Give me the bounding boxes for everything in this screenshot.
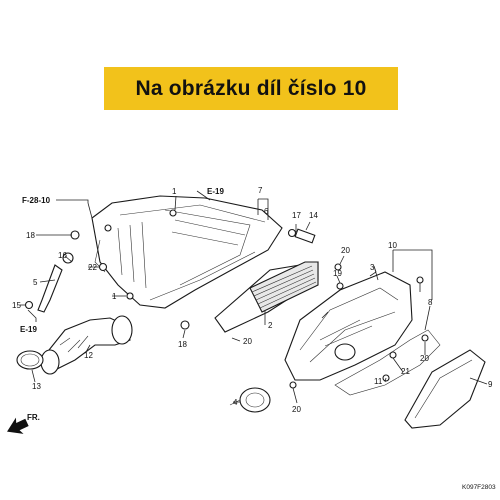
- label-13: 13: [32, 382, 41, 391]
- label-22: 22: [88, 263, 97, 272]
- label-14: 14: [309, 211, 318, 220]
- air-cleaner-cover: [284, 271, 413, 381]
- leader-lines: [20, 190, 488, 404]
- label-4: 4: [233, 398, 238, 407]
- drain-tube: [37, 264, 63, 313]
- ref-e-19-left: E-19: [20, 325, 37, 334]
- label-19: 19: [333, 269, 342, 278]
- label-2: 2: [268, 321, 273, 330]
- label-1-left: 1: [112, 292, 117, 301]
- label-8: 8: [428, 298, 433, 307]
- label-17: 17: [292, 211, 301, 220]
- label-15: 15: [12, 301, 21, 310]
- label-16: 16: [58, 251, 67, 260]
- diagram-code: K097F2803: [462, 484, 496, 491]
- label-20-d: 20: [292, 405, 301, 414]
- tube-clamp-inner: [20, 353, 40, 367]
- banner-text: Na obrázku díl číslo 10: [135, 76, 367, 100]
- breather-bolt: [287, 228, 316, 244]
- cover-guard: [404, 349, 486, 429]
- screws: [24, 230, 429, 389]
- label-5: 5: [33, 278, 38, 287]
- label-1-top: 1: [172, 187, 177, 196]
- label-20-a: 20: [341, 246, 350, 255]
- label-18-left: 18: [26, 231, 35, 240]
- label-10: 10: [388, 241, 397, 250]
- label-3: 3: [370, 263, 375, 272]
- ref-e-19-top: E-19: [207, 187, 224, 196]
- label-12: 12: [84, 351, 93, 360]
- connecting-tube: [40, 315, 133, 375]
- label-20-b: 20: [243, 337, 252, 346]
- label-21: 21: [401, 367, 410, 376]
- ref-f-28-10: F-28-10: [22, 196, 51, 205]
- part-labels: F-28-10 E-19 E-19 1 1 2 3 4 5 6 7 8 9 10…: [12, 186, 493, 414]
- label-9: 9: [488, 380, 493, 389]
- label-11: 11: [374, 377, 383, 386]
- duct-part: [229, 387, 271, 413]
- label-20-c: 20: [420, 354, 429, 363]
- air-filter-element: [214, 261, 319, 333]
- part-highlight-banner: Na obrázku díl číslo 10: [104, 67, 398, 110]
- label-6: 6: [264, 207, 269, 216]
- label-7: 7: [258, 186, 263, 195]
- front-direction-label: FR.: [27, 413, 40, 422]
- front-direction-arrow: FR.: [7, 413, 40, 434]
- label-18-bottom: 18: [178, 340, 187, 349]
